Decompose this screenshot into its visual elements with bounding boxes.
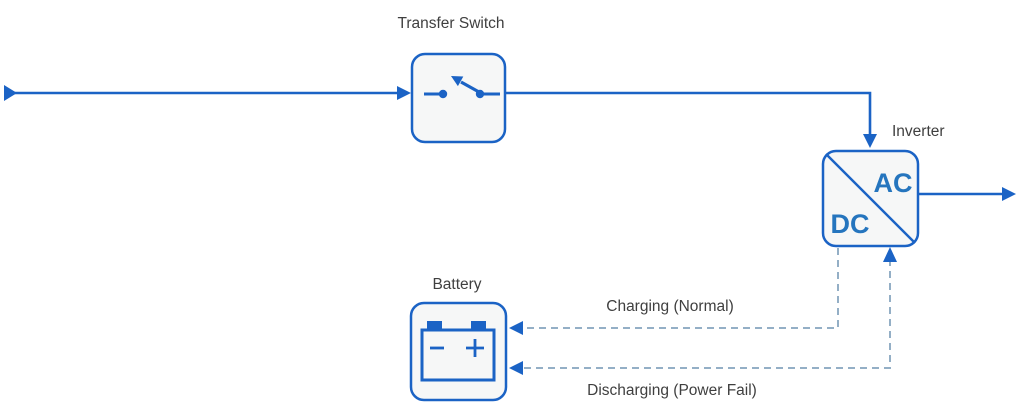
battery-box bbox=[409, 301, 508, 402]
transfer-switch-node bbox=[410, 52, 507, 144]
inverter-ac-text: AC bbox=[874, 168, 913, 198]
inverter-dc-text: DC bbox=[831, 209, 870, 239]
inverter-label: Inverter bbox=[892, 123, 945, 140]
switch-icon bbox=[424, 76, 500, 99]
inverter-input-arrowhead-icon bbox=[863, 134, 877, 148]
charging-edge bbox=[509, 248, 839, 335]
discharging-to-battery-arrowhead-icon bbox=[509, 361, 523, 375]
output-arrowhead-icon bbox=[1002, 187, 1016, 201]
transfer-switch-label: Transfer Switch bbox=[397, 15, 504, 32]
input-arrowhead-icon bbox=[397, 86, 411, 100]
switch-to-inverter-line bbox=[506, 91, 872, 135]
inverter-diagonal-divider bbox=[825, 153, 916, 244]
discharging-line bbox=[524, 262, 891, 369]
discharging-to-inverter-arrowhead-icon bbox=[883, 247, 897, 262]
discharging-edge bbox=[509, 247, 897, 375]
inverter-node: AC DC bbox=[821, 149, 920, 248]
ac-output-edge bbox=[919, 187, 1016, 201]
utility-input-edge bbox=[4, 85, 411, 101]
charging-edge-label: Charging (Normal) bbox=[606, 298, 733, 315]
battery-icon bbox=[420, 321, 496, 382]
charging-line bbox=[524, 248, 839, 329]
battery-plus-terminal bbox=[466, 339, 484, 357]
switch-to-inverter-edge bbox=[506, 91, 877, 148]
input-source-arrow-icon bbox=[4, 85, 17, 101]
charging-arrowhead-icon bbox=[509, 321, 523, 335]
battery-node bbox=[409, 301, 508, 402]
battery-label: Battery bbox=[432, 276, 481, 293]
transfer-switch-box bbox=[410, 52, 507, 144]
discharging-edge-label: Discharging (Power Fail) bbox=[587, 382, 757, 399]
